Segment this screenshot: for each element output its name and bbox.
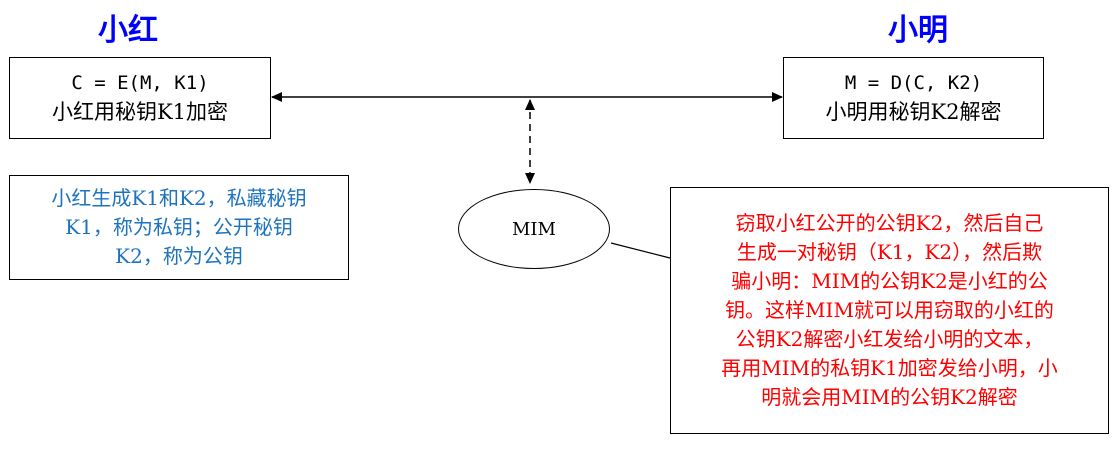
encrypt-box: C = E(M, K1) 小红用秘钥K1加密	[9, 57, 271, 139]
attack-note-line-5: 公钥K2解密小红发给小明的文本，	[735, 327, 1044, 351]
decrypt-formula: M = D(C, K2)	[844, 72, 983, 94]
key-note-line-1: 小红生成K1和K2，私藏秘钥	[51, 186, 307, 210]
attack-note-line-4: 钥。这样MIM就可以用窃取的小红的	[725, 298, 1054, 322]
attack-note-line-3: 骗小明：MIM的公钥K2是小红的公	[731, 269, 1048, 293]
key-note-line-2: K1，称为私钥；公开秘钥	[65, 215, 293, 239]
attack-note-line-7: 明就会用MIM的公钥K2解密	[761, 385, 1018, 409]
attack-note-line-6: 再用MIM的私钥K1加密发给小明，小	[721, 356, 1058, 380]
attack-note-line-1: 窃取小红公开的公钥K2，然后自己	[735, 211, 1044, 235]
mim-node: MIM	[458, 189, 610, 269]
encrypt-formula: C = E(M, K1)	[71, 72, 209, 94]
callout-line	[610, 242, 671, 259]
mim-label: MIM	[512, 218, 556, 240]
key-note-line-3: K2，称为公钥	[115, 244, 243, 268]
attack-note-line-2: 生成一对秘钥（K1，K2），然后欺	[736, 240, 1043, 264]
right-party-name: 小明	[888, 13, 948, 48]
decrypt-box: M = D(C, K2) 小明用秘钥K2解密	[783, 57, 1044, 139]
encrypt-description: 小红用秘钥K1加密	[51, 100, 229, 124]
mim-attack-note: 窃取小红公开的公钥K2，然后自己 生成一对秘钥（K1，K2），然后欺 骗小明：M…	[670, 187, 1109, 434]
key-generation-note: 小红生成K1和K2，私藏秘钥 K1，称为私钥；公开秘钥 K2，称为公钥	[9, 175, 349, 280]
decrypt-description: 小明用秘钥K2解密	[825, 100, 1002, 124]
left-party-name: 小红	[98, 13, 158, 48]
